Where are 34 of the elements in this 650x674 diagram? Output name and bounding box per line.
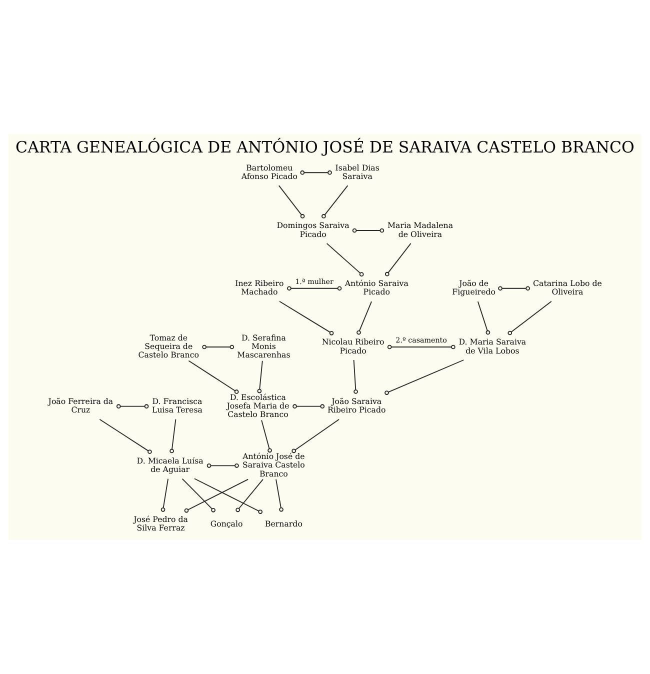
connector bbox=[498, 286, 530, 291]
connector bbox=[353, 360, 358, 394]
connector bbox=[278, 185, 305, 218]
connector bbox=[384, 243, 412, 276]
connector bbox=[206, 463, 239, 468]
connector bbox=[160, 478, 169, 512]
connector bbox=[352, 228, 384, 233]
connector bbox=[194, 478, 263, 514]
connector bbox=[184, 478, 249, 513]
connector bbox=[257, 360, 263, 394]
connector bbox=[508, 300, 552, 336]
connector bbox=[188, 360, 239, 394]
diagram-title: CARTA GENEALÓGICA DE ANTÓNIO JOSÉ DE SARAIVA CASTELO BRANCO bbox=[16, 137, 634, 156]
connector bbox=[202, 344, 234, 350]
connector bbox=[322, 185, 348, 218]
connector bbox=[300, 170, 332, 175]
connector bbox=[276, 478, 284, 512]
connector bbox=[236, 478, 264, 512]
connector bbox=[477, 301, 490, 335]
connector bbox=[279, 300, 334, 336]
connector bbox=[387, 344, 456, 350]
connector bbox=[287, 286, 342, 291]
connector bbox=[99, 418, 152, 454]
connector bbox=[292, 404, 325, 409]
edge-label: 1.ª mulher bbox=[295, 277, 334, 286]
connector bbox=[261, 420, 272, 453]
connector bbox=[356, 301, 372, 335]
connector bbox=[384, 360, 464, 395]
connector bbox=[326, 243, 364, 276]
connector bbox=[182, 478, 216, 512]
edge-label: 2.º casamento bbox=[396, 336, 447, 345]
connector bbox=[170, 418, 176, 454]
connector bbox=[292, 418, 340, 454]
connector bbox=[116, 404, 149, 409]
